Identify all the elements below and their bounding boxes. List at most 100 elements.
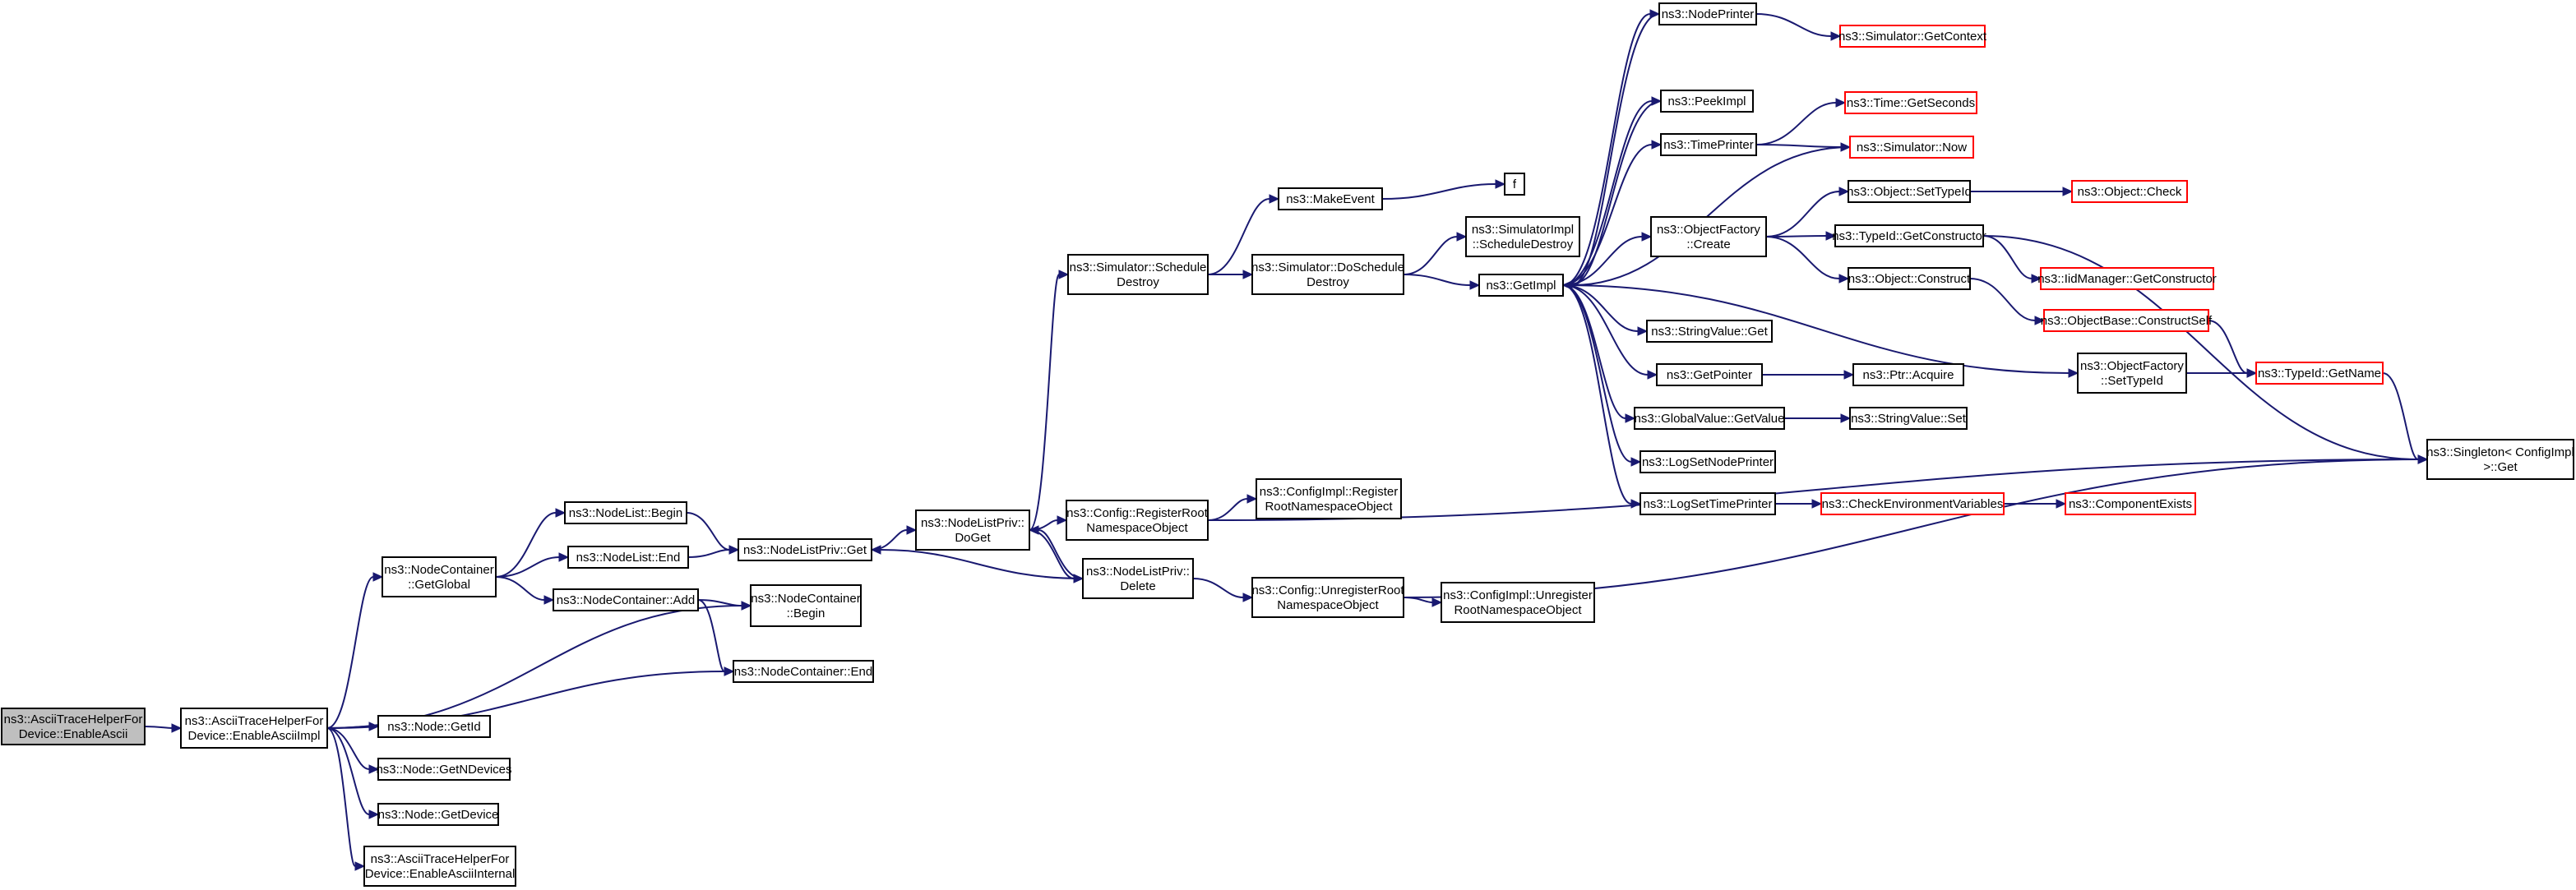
node-node-getndevices[interactable]: ns3::Node::GetNDevices [376,758,512,781]
node-objfactory-settypeid[interactable]: ns3::ObjectFactory::SetTypeId [2077,353,2187,394]
edge-arrowhead [1058,270,1070,279]
node-ptr-acquire[interactable]: ns3::Ptr::Acquire [1852,363,1964,386]
node-singleton-get[interactable]: ns3::Singleton< ConfigImpl >::Get [2426,439,2574,480]
edge-line [1562,284,1632,505]
edge-line [1562,13,1651,286]
node-nl-begin[interactable]: ns3::NodeList::Begin [564,501,687,524]
node-objfactory-create[interactable]: ns3::ObjectFactory::Create [1650,216,1767,257]
node-label: ns3::ConfigImpl::Register [1260,485,1398,499]
node-stringvalue-get[interactable]: ns3::StringValue::Get [1646,320,1773,343]
node-time-getseconds[interactable]: ns3::Time::GetSeconds [1844,91,1977,114]
node-peek-impl[interactable]: ns3::PeekImpl [1660,90,1754,113]
edge-arrowhead [1625,413,1636,423]
node-enable-ascii-impl[interactable]: ns3::AsciiTraceHelperForDevice::EnableAs… [180,708,328,749]
node-box [2255,362,2384,385]
node-box [733,660,874,683]
node-node-printer[interactable]: ns3::NodePrinter [1658,2,1757,25]
node-time-printer[interactable]: ns3::TimePrinter [1660,133,1757,156]
node-config-unregister[interactable]: ns3::Config::UnregisterRootNamespaceObje… [1251,577,1404,618]
node-label: Delete [1120,579,1155,593]
node-label: ns3::Time::GetSeconds [1847,96,1975,110]
node-sim-now[interactable]: ns3::Simulator::Now [1849,136,1974,159]
node-box [2065,492,2196,515]
node-node-getdevice[interactable]: ns3::Node::GetDevice [377,803,499,826]
node-label: ::GetGlobal [408,578,470,592]
node-sim-getcontext[interactable]: ns3::Simulator::GetContext [1838,25,1987,48]
node-object-settypeid[interactable]: ns3::Object::SetTypeId [1847,180,1972,203]
edge-globalvalue-getvalue-to-stringvalue-set [1783,413,1852,423]
edge-line [2382,372,2419,460]
node-globalvalue-getvalue[interactable]: ns3::GlobalValue::GetValue [1634,407,1785,430]
node-label: ns3::NodeContainer [751,592,860,606]
node-nc-add[interactable]: ns3::NodeContainer::Add [553,588,699,611]
node-objectbase-constructself[interactable]: ns3::ObjectBase::ConstructSelf [2041,309,2213,332]
node-label: ns3::Simulator::Now [1857,141,1967,154]
edge-line [495,512,557,578]
node-f[interactable]: f [1504,173,1525,196]
node-box [382,556,497,597]
edge-enable-ascii-impl-to-enable-ascii-internal [326,727,366,871]
node-nlp-doget[interactable]: ns3::NodeListPriv::DoGet [915,510,1030,551]
node-nc-getglobal[interactable]: ns3::NodeContainer::GetGlobal [382,556,497,597]
node-box [1634,407,1785,430]
edge-nlp-delete-to-config-unregister [1192,578,1254,602]
node-label: ::Create [1686,237,1730,251]
node-label: Device::EnableAsciiInternal [365,867,516,881]
node-object-construct[interactable]: ns3::Object::Construct [1848,267,1971,290]
edge-arrowhead [354,861,366,871]
edge-line [1755,13,1832,37]
node-log-setnodeprinter[interactable]: ns3::LogSetNodePrinter [1639,450,1776,473]
node-configimpl-unregister[interactable]: ns3::ConfigImpl::UnregisterRootNamespace… [1441,582,1595,623]
node-root[interactable]: ns3::AsciiTraceHelperForDevice::EnableAs… [1,708,146,745]
node-getimpl[interactable]: ns3::GetImpl [1478,274,1564,297]
node-stringvalue-set[interactable]: ns3::StringValue::Set [1849,407,1968,430]
node-make-event[interactable]: ns3::MakeEvent [1278,187,1383,210]
node-nlp-delete[interactable]: ns3::NodeListPriv::Delete [1082,558,1194,599]
node-box [1849,407,1968,430]
edge-arrowhead [1242,593,1254,602]
node-label: NamespaceObject [1277,598,1379,612]
node-box [1441,582,1595,623]
node-label: ns3::PeekImpl [1667,95,1746,108]
edge-object-construct-to-objectbase-constructself [1969,278,2046,325]
node-box [1067,254,1209,295]
node-iidmanager-getconstructor[interactable]: ns3::IidManager::GetConstructor [2037,267,2217,290]
node-configimpl-register[interactable]: ns3::ConfigImpl::RegisterRootNamespaceOb… [1256,478,1402,519]
edge-line [1192,578,1244,598]
node-nl-end[interactable]: ns3::NodeList::End [567,546,689,569]
node-log-settimeprinter[interactable]: ns3::LogSetTimePrinter [1639,492,1776,515]
edge-arrowhead [1469,280,1481,290]
node-label: ns3::Node::GetDevice [378,808,499,822]
node-box [2043,309,2209,332]
node-simimpl-schedule-destroy[interactable]: ns3::SimulatorImpl::ScheduleDestroy [1465,216,1580,257]
edge-arrowhead [2062,187,2074,196]
node-getpointer[interactable]: ns3::GetPointer [1656,363,1763,386]
node-label: Device::EnableAscii [19,727,128,741]
node-label: ns3::Config::UnregisterRoot [1251,583,1404,597]
edge-arrowhead [741,601,752,611]
node-nc-end[interactable]: ns3::NodeContainer::End [733,660,874,683]
node-nc-begin[interactable]: ns3::NodeContainer::Begin [750,584,862,627]
node-label: ns3::Object::Check [2078,185,2182,199]
edge-arrowhead [1647,370,1658,380]
node-box [567,546,689,569]
node-node-getid[interactable]: ns3::Node::GetId [377,715,491,738]
node-typeid-getconstructor[interactable]: ns3::TypeId::GetConstructor [1832,224,1986,247]
edge-enable-ascii-impl-to-node-getndevices [326,727,380,774]
node-check-env-vars[interactable]: ns3::CheckEnvironmentVariables [1820,492,2005,515]
node-label: DoGet [955,531,991,545]
node-object-check[interactable]: ns3::Object::Check [2071,180,2188,203]
node-nlp-get[interactable]: ns3::NodeListPriv::Get [738,538,872,561]
node-box [1639,450,1776,473]
node-enable-ascii-internal[interactable]: ns3::AsciiTraceHelperForDevice::EnableAs… [363,846,516,887]
node-label: ns3::AsciiTraceHelperFor [371,852,510,866]
node-sim-schedule-destroy[interactable]: ns3::Simulator::ScheduleDestroy [1067,254,1209,295]
edge-nlp-delete-to-nlp-doget [1028,525,1084,579]
node-typeid-getname[interactable]: ns3::TypeId::GetName [2255,362,2384,385]
edge-nc-getglobal-to-nc-add [495,576,555,605]
node-component-exists[interactable]: ns3::ComponentExists [2065,492,2196,515]
node-box [1646,320,1773,343]
